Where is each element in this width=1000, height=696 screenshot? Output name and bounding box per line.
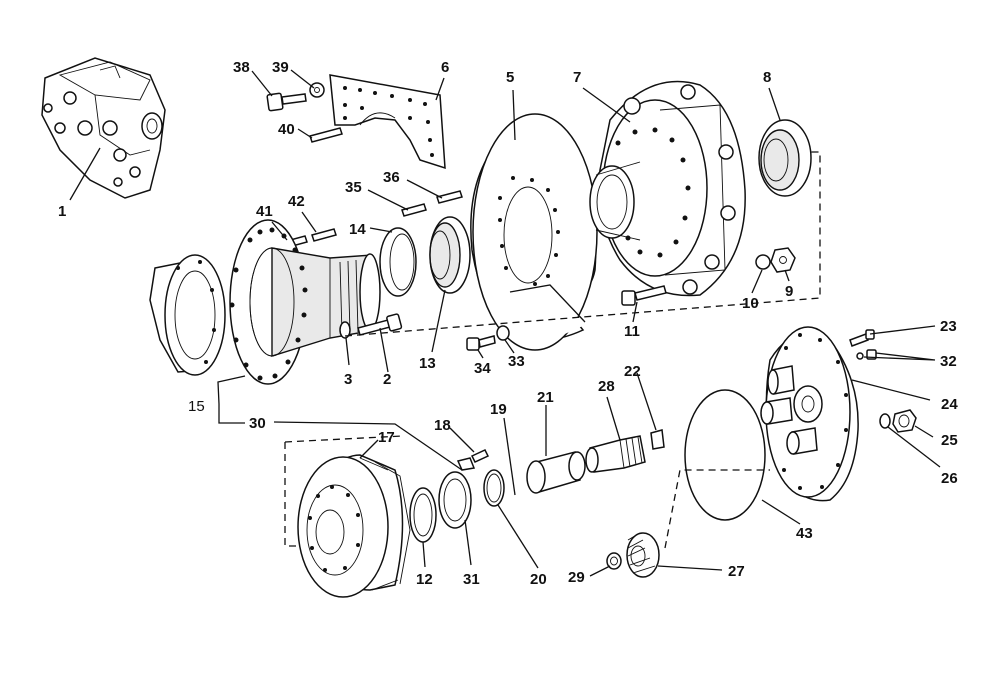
part-26-seal [879, 413, 891, 429]
callout-28: 28 [598, 378, 615, 395]
callout-14: 14 [349, 221, 366, 238]
callout-33: 33 [508, 353, 525, 370]
part-18-bolt [470, 449, 490, 463]
callout-39: 39 [272, 59, 289, 76]
callout-10: 10 [742, 295, 759, 312]
callout-15: 15 [188, 398, 205, 415]
callout-25: 25 [941, 432, 958, 449]
callout-41: 41 [256, 203, 273, 220]
part-33-washer [496, 325, 510, 341]
part-42-pin [311, 228, 337, 242]
part-6-bracket-plate [329, 74, 446, 170]
part-36-pin [436, 190, 463, 204]
part-22-clip [650, 429, 665, 450]
part-1-brake-caliper [41, 57, 166, 199]
callout-26: 26 [941, 470, 958, 487]
callout-38: 38 [233, 59, 250, 76]
part-8-bearing [758, 119, 812, 197]
part-3-washer [339, 321, 351, 339]
part-23-screw [849, 329, 875, 347]
part-35-pin [401, 203, 427, 217]
part-5-brake-disc [470, 113, 598, 351]
part-13-bearing [429, 216, 471, 294]
callout-31: 31 [463, 571, 480, 588]
part-27-planet-gear [626, 532, 660, 578]
callout-22: 22 [624, 363, 641, 380]
callout-40: 40 [278, 121, 295, 138]
callout-2: 2 [383, 371, 391, 388]
part-10-washer [755, 254, 771, 270]
callout-29: 29 [568, 569, 585, 586]
part-11-bolt [621, 285, 667, 306]
callout-7: 7 [573, 69, 581, 86]
callout-36: 36 [383, 169, 400, 186]
part-43-o-ring [684, 389, 766, 521]
part-31-thrust-ring [438, 471, 472, 529]
part-20-snap-ring [483, 469, 505, 507]
callout-13: 13 [419, 355, 436, 372]
dashed-assembly-lines [284, 151, 821, 549]
callout-35: 35 [345, 179, 362, 196]
callout-30: 30 [249, 415, 266, 432]
part-28-sun-gear-shaft [585, 435, 646, 473]
callout-43: 43 [796, 525, 813, 542]
part-24-planet-carrier [760, 326, 859, 502]
part-21-sleeve [526, 451, 586, 494]
callout-24: 24 [941, 396, 958, 413]
part-2-screw [357, 313, 403, 336]
part-7-wheel-hub [589, 80, 746, 297]
callout-11: 11 [624, 323, 640, 340]
callout-42: 42 [288, 193, 305, 210]
callout-17: 17 [378, 429, 395, 446]
callout-5: 5 [506, 69, 514, 86]
callout-27: 27 [728, 563, 745, 580]
part-25-drain-plug [892, 409, 917, 433]
callout-18: 18 [434, 417, 451, 434]
callout-21: 21 [537, 389, 554, 406]
callout-23: 23 [940, 318, 957, 335]
part-29-washer [606, 552, 622, 570]
callout-32: 32 [940, 353, 957, 370]
part-17-drum [297, 454, 411, 598]
part-40-pin [309, 127, 343, 143]
part-30-retainer [456, 457, 476, 471]
part-38-bolt [266, 92, 307, 112]
part-39-washer [309, 82, 325, 98]
callout-8: 8 [763, 69, 771, 86]
callout-9: 9 [785, 283, 793, 300]
callout-19: 19 [490, 401, 507, 418]
callout-labels: 1 2 3 5 6 7 8 9 10 11 12 13 14 15 17 18 … [58, 59, 958, 588]
callout-1: 1 [58, 203, 66, 220]
part-34-bolt [466, 335, 496, 351]
part-12-ring [409, 487, 437, 543]
callout-3: 3 [344, 371, 352, 388]
part-14-ring [379, 227, 417, 297]
callout-34: 34 [474, 360, 491, 377]
part-9-nut [770, 247, 796, 273]
callout-20: 20 [530, 571, 547, 588]
part-15-axle-spindle [149, 219, 381, 385]
callout-6: 6 [441, 59, 449, 76]
leader-lines [69, 69, 941, 577]
callout-12: 12 [416, 571, 433, 588]
